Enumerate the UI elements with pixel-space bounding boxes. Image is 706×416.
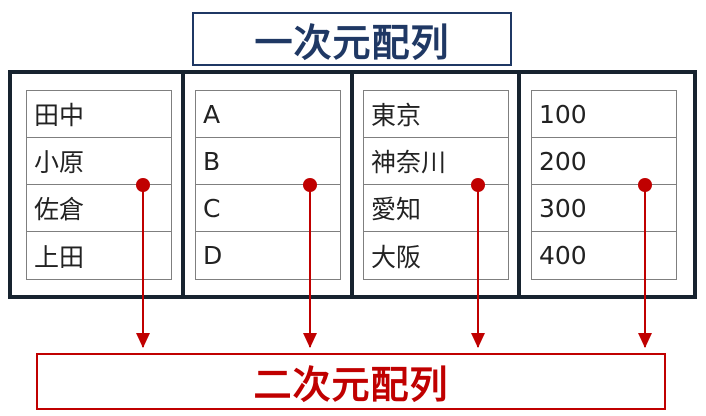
array-column-3: 東京 神奈川 愛知 大阪: [363, 90, 509, 280]
one-dimensional-array-title: 一次元配列: [192, 12, 512, 66]
array-cell: 100: [532, 91, 676, 138]
array-cell: 田中: [27, 91, 171, 138]
array-cell: D: [203, 241, 223, 270]
array-cell: 300: [532, 185, 676, 232]
arrow-head: [471, 333, 485, 348]
array-cell: 佐倉: [27, 185, 171, 232]
array-column-4: 100 200 300 400: [531, 90, 677, 280]
array-cell: A: [196, 91, 340, 138]
arrow-head: [303, 333, 317, 348]
array-cell: 上田: [34, 242, 85, 272]
arrow-head: [136, 333, 150, 348]
array-cell: C: [196, 185, 340, 232]
array-cell: 大阪: [371, 242, 422, 272]
arrow-head: [638, 333, 652, 348]
array-cell: 小原: [27, 138, 171, 185]
array-cell: B: [196, 138, 340, 185]
two-dimensional-array-title: 二次元配列: [36, 353, 666, 410]
array-cell: 東京: [364, 91, 508, 138]
array-column-2: A B C D: [195, 90, 341, 280]
array-column-1: 田中 小原 佐倉 上田: [26, 90, 172, 280]
array-cell: 愛知: [364, 185, 508, 232]
array-cell: 200: [532, 138, 676, 185]
array-cell: 神奈川: [364, 138, 508, 185]
array-cell: 400: [539, 241, 587, 270]
